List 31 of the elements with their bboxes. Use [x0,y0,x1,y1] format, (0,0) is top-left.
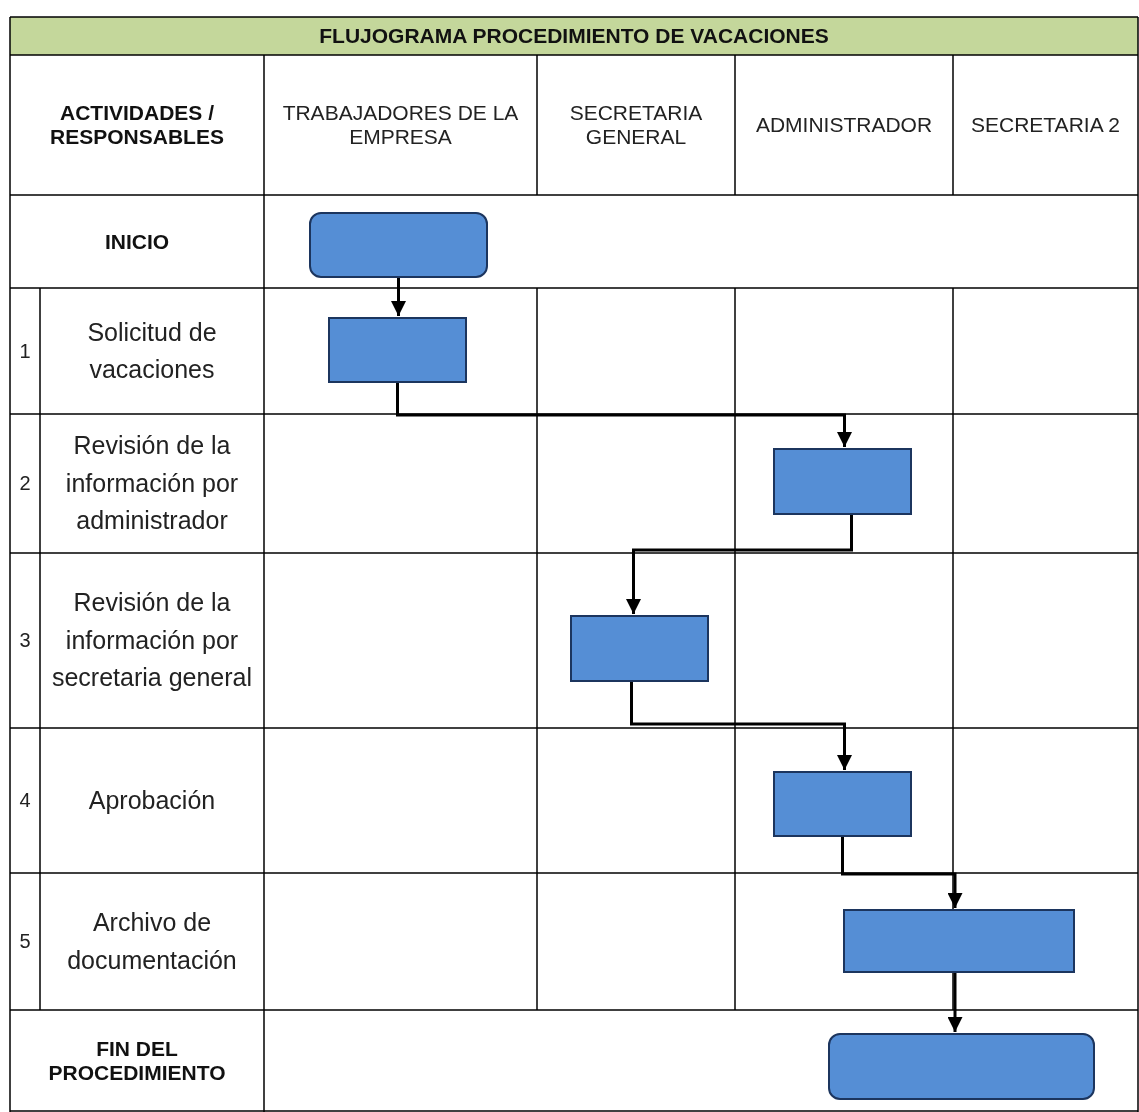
step-number: 2 [19,472,31,495]
column-header: SECRETARIA GENERAL [568,101,704,149]
process-box [843,909,1075,973]
arrow [841,837,963,908]
table-title: FLUJOGRAMA PROCEDIMIENTO DE VACACIONES [10,17,1138,55]
arrow [630,682,852,770]
activity-label: Solicitud de vacaciones [86,316,218,385]
process-box [328,317,467,383]
row-label: INICIO [104,229,170,254]
activity-label: Aprobación [88,784,216,816]
process-box [773,771,912,837]
activity-label: Revisión de la información por secretaria general [50,587,254,694]
column-header: TRABAJADORES DE LA EMPRESA [281,101,520,149]
activity-label: Revisión de la información por administrador [64,430,240,537]
arrow [626,515,853,614]
step-number: 3 [19,629,31,652]
terminal-box [828,1033,1095,1100]
process-box [570,615,709,682]
step-number: 4 [19,789,31,812]
arrow [947,973,963,1032]
process-box [773,448,912,515]
activity-label: Archivo de documentación [66,907,238,976]
arrow [391,278,406,316]
terminal-box [309,212,488,278]
step-number: 5 [19,930,31,953]
row-label: FIN DEL PROCEDIMIENTO [47,1036,227,1085]
column-header: ACTIVIDADES / RESPONSABLES [49,101,225,149]
column-header: SECRETARIA 2 [971,113,1120,137]
column-header: ADMINISTRADOR [755,113,933,137]
step-number: 1 [19,339,31,363]
arrow [396,383,852,447]
